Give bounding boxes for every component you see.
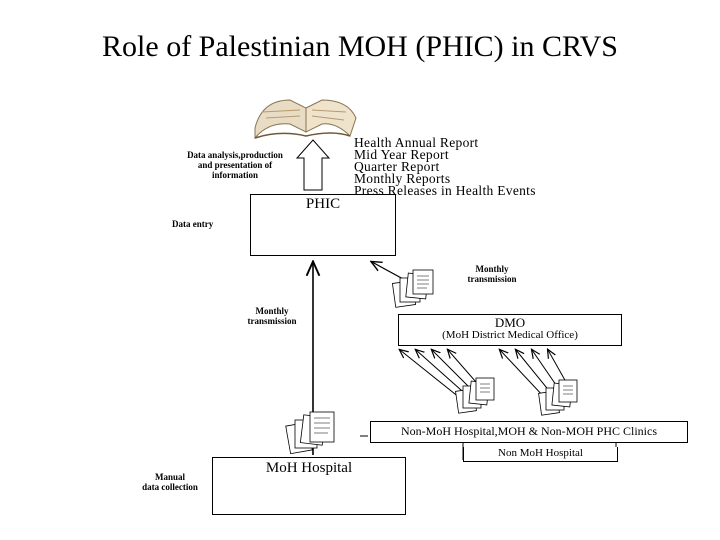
non-moh-clinics-box: Non-MoH Hospital,MOH & Non-MOH PHC Clini…: [370, 421, 688, 443]
report-item: Health Annual Report: [354, 135, 479, 150]
document-stack-icon: [391, 269, 434, 308]
moh-hospital-title: MoH Hospital: [265, 460, 353, 476]
document-stack-icon: [455, 377, 495, 414]
page-title: Role of Palestinian MOH (PHIC) in CRVS: [102, 30, 618, 63]
non-moh-hospital-box: Non MoH Hospital: [463, 447, 618, 462]
clinic-to-dmo-arrow: [500, 350, 546, 399]
publish-arrow: [295, 139, 331, 191]
data-entry-label: Data entry: [172, 219, 214, 229]
monthly-transmission-right-label: Monthly transmission: [467, 264, 517, 284]
dmo-to-phic-arrow: [372, 262, 406, 281]
phic-box: PHIC: [250, 194, 396, 256]
clinic-to-dmo-arrow: [416, 350, 471, 399]
analysis-label: Data analysis,production and presentatio…: [187, 150, 283, 180]
document-stack-icon: [285, 411, 335, 455]
monthly-transmission-left-label: Monthly transmission: [247, 306, 297, 326]
report-list: Health Annual Report Mid Year Report Qua…: [354, 135, 536, 198]
manual-collection-label: Manual data collection: [142, 472, 198, 492]
book-icon: [254, 99, 357, 140]
dmo-box: DMO (MoH District Medical Office): [398, 314, 622, 346]
phic-title: PHIC: [305, 196, 341, 212]
dmo-title: DMO: [494, 315, 526, 330]
report-item: Press Releases in Health Events: [354, 183, 536, 198]
document-stack-icon: [538, 379, 578, 416]
report-item: Monthly Reports: [354, 171, 451, 186]
report-item: Quarter Report: [354, 159, 440, 174]
dmo-subtitle: (MoH District Medical Office): [442, 329, 578, 341]
report-item: Mid Year Report: [354, 147, 449, 162]
moh-hospital-box: MoH Hospital: [212, 457, 406, 515]
clinic-to-dmo-arrow: [400, 350, 461, 399]
